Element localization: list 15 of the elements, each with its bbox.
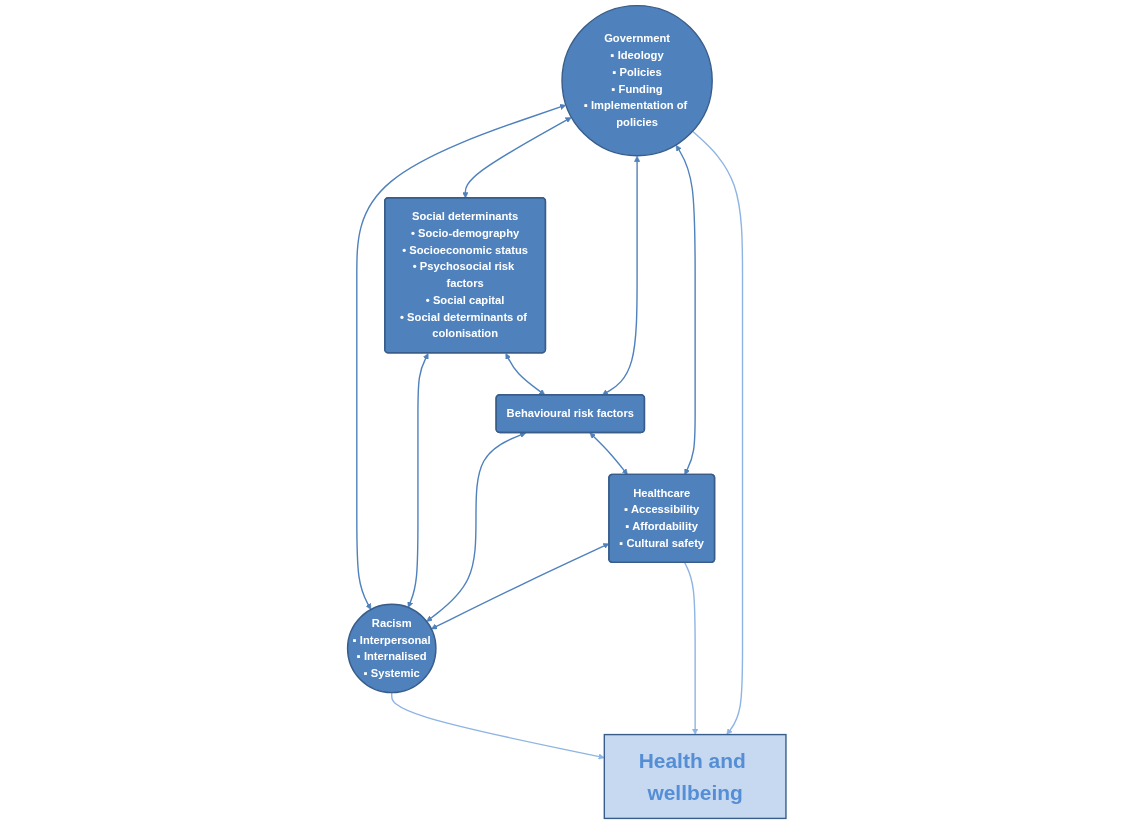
arrow (505, 353, 546, 396)
arrow (407, 353, 429, 608)
arrow (589, 432, 628, 475)
node-box: Health and wellbeing (603, 733, 787, 820)
arrow (692, 130, 744, 735)
arrow (602, 155, 641, 396)
arrow (426, 432, 527, 622)
arrow (356, 104, 567, 610)
node-circle: Racism ▪ Interpersonal ▪ Internalised ▪ Systemic (347, 603, 437, 694)
arrow (676, 144, 697, 475)
arrow (391, 691, 605, 760)
node-circle: Government ▪ Ideology ▪ Policies ▪ Funding ▪ Implementation of policies (561, 4, 714, 157)
arrow (684, 562, 699, 735)
arrow (462, 117, 572, 199)
arrow (431, 543, 610, 630)
